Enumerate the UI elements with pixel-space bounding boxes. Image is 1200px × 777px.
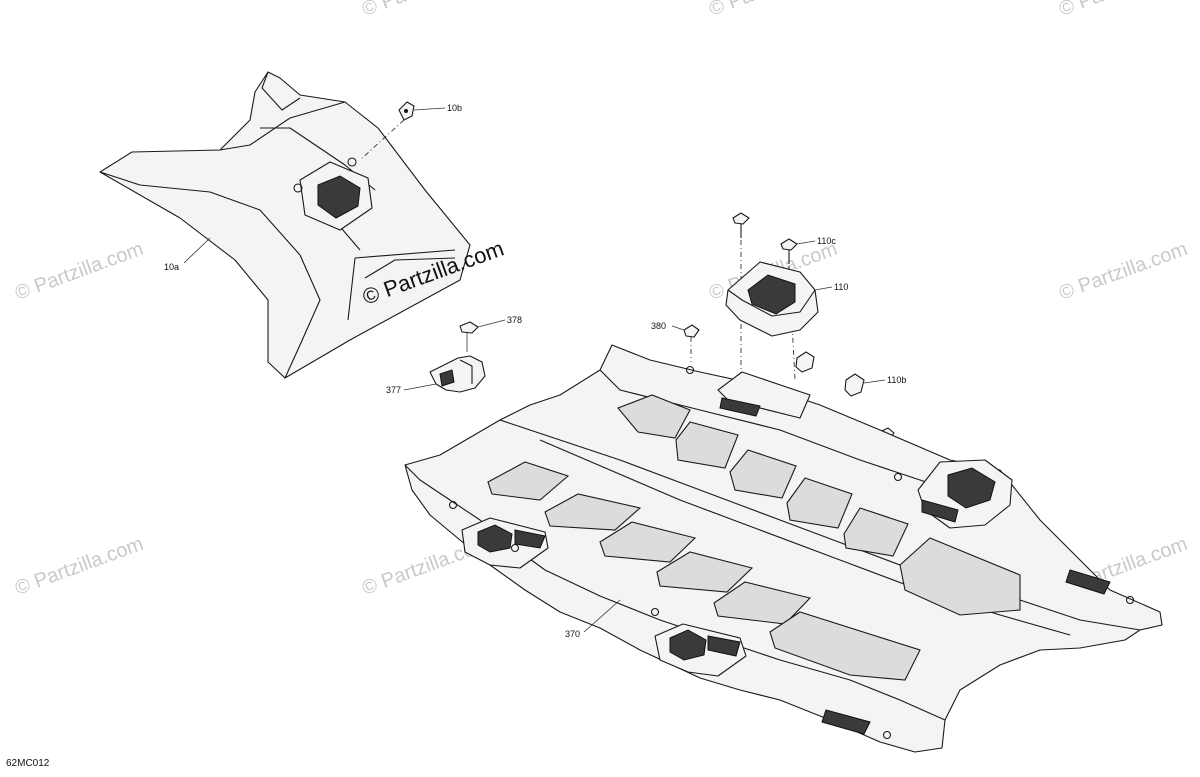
cover-handle-slot: [317, 175, 361, 219]
watermark-right-top: © Partzilla.com: [1056, 238, 1190, 305]
callout-10a: 10a: [164, 262, 179, 272]
floor-pad-upper-4: [786, 477, 853, 529]
floor-pad-lower-4: [656, 551, 754, 593]
callout-370: 370: [565, 629, 580, 639]
floor-pad-lower-5: [713, 581, 812, 625]
floor-pad-upper-3: [729, 449, 797, 499]
part-380-screw[interactable]: [683, 324, 700, 362]
part-110-handle[interactable]: [725, 261, 819, 337]
part-110c-screws[interactable]: [732, 212, 798, 381]
watermark-top-c: © Partzilla.com: [1056, 0, 1190, 21]
callout-378: 378: [507, 315, 522, 325]
floor-pad-upper-5: [843, 507, 909, 557]
callout-110b: 110b: [887, 375, 906, 385]
floor-handle-right: [917, 459, 1013, 529]
floor-pad-lower-2: [544, 493, 642, 531]
watermark-left-bottom: © Partzilla.com: [12, 533, 146, 600]
floor-handle-left: [461, 517, 549, 569]
cover-hole-left: [293, 183, 303, 193]
callout-110: 110: [834, 282, 848, 292]
watermark-top-a: © Partzilla.com: [359, 0, 493, 21]
callout-10b: 10b: [447, 103, 462, 113]
leader-lines: [183, 107, 886, 633]
diagram-code: 62MC012: [6, 758, 50, 769]
watermark-left-top: © Partzilla.com: [12, 238, 146, 305]
floor-logo-bottom: [821, 709, 871, 735]
callout-380: 380: [651, 321, 666, 331]
part-10b-screw[interactable]: [359, 101, 415, 161]
cover-hole-right: [347, 157, 357, 167]
part-370-floor-plate[interactable]: [404, 344, 1163, 753]
floor-pad-lower-3: [599, 521, 697, 563]
floor-pad-lower-6: [769, 611, 921, 681]
floor-logo-right: [1065, 569, 1111, 595]
floor-handle-mount-top: [717, 371, 811, 419]
callout-377: 377: [386, 385, 401, 395]
part-10a-cover[interactable]: [99, 71, 471, 379]
floor-pad-lower-1: [487, 461, 570, 501]
floor-pad-upper-6: [899, 537, 1021, 616]
callout-110c: 110c: [817, 236, 836, 246]
watermark-top-b: © Partzilla.com: [706, 0, 840, 21]
part-378-screw[interactable]: [459, 321, 479, 352]
floor-handle-bottom: [654, 623, 747, 677]
floor-pad-upper-2: [675, 421, 739, 469]
part-377-clip[interactable]: [429, 355, 486, 393]
floor-pad-upper-1: [617, 394, 691, 439]
callout-labels: 10a 10b 378 377 380 110c 110 110b 370: [164, 103, 906, 639]
